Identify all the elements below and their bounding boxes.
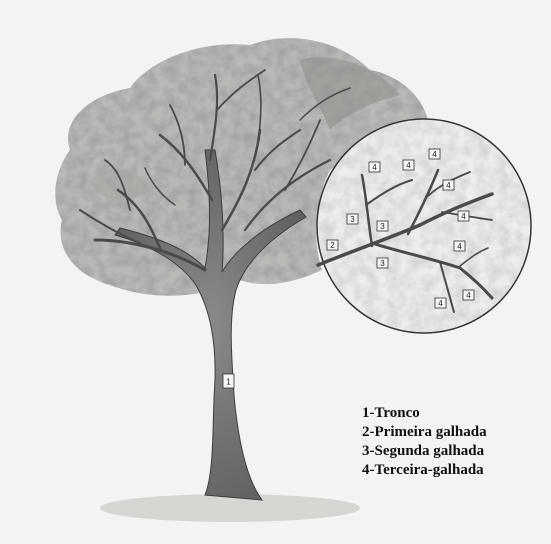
marker-label: 2 [330, 241, 335, 250]
marker-label: 3 [350, 215, 355, 224]
legend-item-secondary-branch: 3-Segunda galhada [362, 442, 487, 461]
marker-primary: 2 [327, 240, 338, 250]
legend-item-primary-branch: 2-Primeira galhada [362, 423, 487, 442]
marker-label: 4 [446, 181, 451, 190]
marker-tertiary: 4 [435, 298, 446, 308]
marker-tertiary: 4 [454, 241, 465, 251]
marker-label: 4 [406, 161, 411, 170]
marker-secondary: 3 [347, 214, 358, 224]
marker-label: 1 [226, 378, 231, 387]
marker-tertiary: 4 [463, 290, 474, 300]
zoom-circle [317, 119, 531, 333]
ground-shadow [100, 494, 360, 522]
trunk-marker: 1 [223, 374, 234, 388]
marker-label: 4 [438, 299, 443, 308]
marker-label: 4 [461, 212, 466, 221]
marker-label: 4 [457, 242, 462, 251]
marker-tertiary: 4 [403, 160, 414, 170]
marker-tertiary: 4 [369, 162, 380, 172]
marker-tertiary: 4 [458, 211, 469, 221]
marker-label: 4 [372, 163, 377, 172]
marker-secondary: 3 [377, 221, 388, 231]
legend-item-tertiary-branch: 4-Terceira-galhada [362, 461, 487, 480]
marker-tertiary: 4 [429, 149, 440, 159]
marker-label: 4 [432, 150, 437, 159]
legend: 1-Tronco 2-Primeira galhada 3-Segunda ga… [362, 404, 487, 480]
marker-label: 4 [466, 291, 471, 300]
marker-label: 3 [380, 222, 385, 231]
legend-item-trunk: 1-Tronco [362, 404, 487, 423]
marker-secondary: 3 [377, 258, 388, 268]
marker-tertiary: 4 [443, 180, 454, 190]
marker-label: 3 [380, 259, 385, 268]
